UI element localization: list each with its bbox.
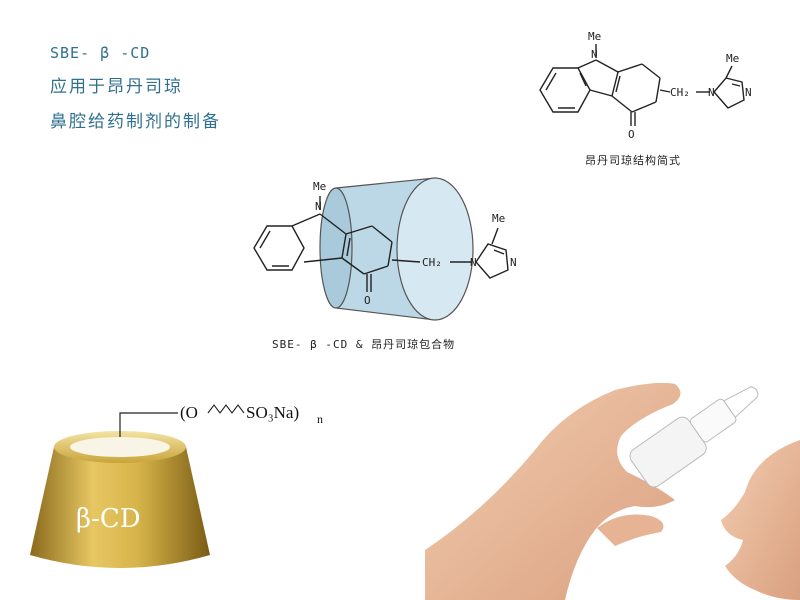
complex-atom-o: O	[364, 294, 371, 307]
complex-atom-n3: N	[510, 256, 517, 269]
title-preparation: 鼻腔给药制剂的制备	[50, 112, 221, 132]
complex-atom-ring-methyl: Me	[492, 212, 505, 225]
beta-cd-cone-illustration: β-CD (O SO₃Na) n	[30, 403, 323, 568]
atom-methyl: Me	[588, 30, 601, 43]
title-block: SBE- β -CD 应用于昂丹司琼 鼻腔给药制剂的制备	[50, 44, 221, 142]
thumb	[597, 514, 664, 546]
complex-caption: SBE- β -CD & 昂丹司琼包合物	[272, 338, 456, 351]
title-application: 应用于昂丹司琼	[50, 77, 183, 97]
beta-cd-label: β-CD	[76, 504, 141, 534]
complex-atom-n1: N	[470, 256, 477, 269]
face-profile	[721, 440, 800, 600]
inclusion-complex: N Me O CH₂ N N Me	[253, 177, 517, 321]
atom-n-methyl: N	[591, 48, 598, 61]
atom-ring-methyl: Me	[726, 52, 739, 65]
complex-atom-n: N	[315, 200, 322, 213]
structure-caption: 昂丹司琼结构简式	[585, 154, 681, 167]
atom-n3: N	[745, 86, 752, 99]
complex-atom-ch2: CH₂	[422, 256, 442, 269]
nasal-spray-photo	[425, 382, 800, 600]
spray-bottle	[629, 386, 759, 488]
ondansetron-structure: N Me O CH₂ N N Me	[539, 30, 752, 141]
cyclodextrin-cylinder	[319, 177, 474, 321]
atom-ch2: CH₂	[670, 86, 690, 99]
formula-open: (O	[180, 403, 198, 422]
atom-n1: N	[708, 86, 715, 99]
atom-carbonyl-o: O	[628, 128, 635, 141]
hand	[425, 382, 681, 600]
formula-group: SO₃Na)	[246, 403, 299, 422]
complex-atom-methyl: Me	[313, 180, 326, 193]
title-sbe-cd: SBE- β -CD	[50, 44, 151, 62]
formula-subscript: n	[317, 412, 323, 426]
